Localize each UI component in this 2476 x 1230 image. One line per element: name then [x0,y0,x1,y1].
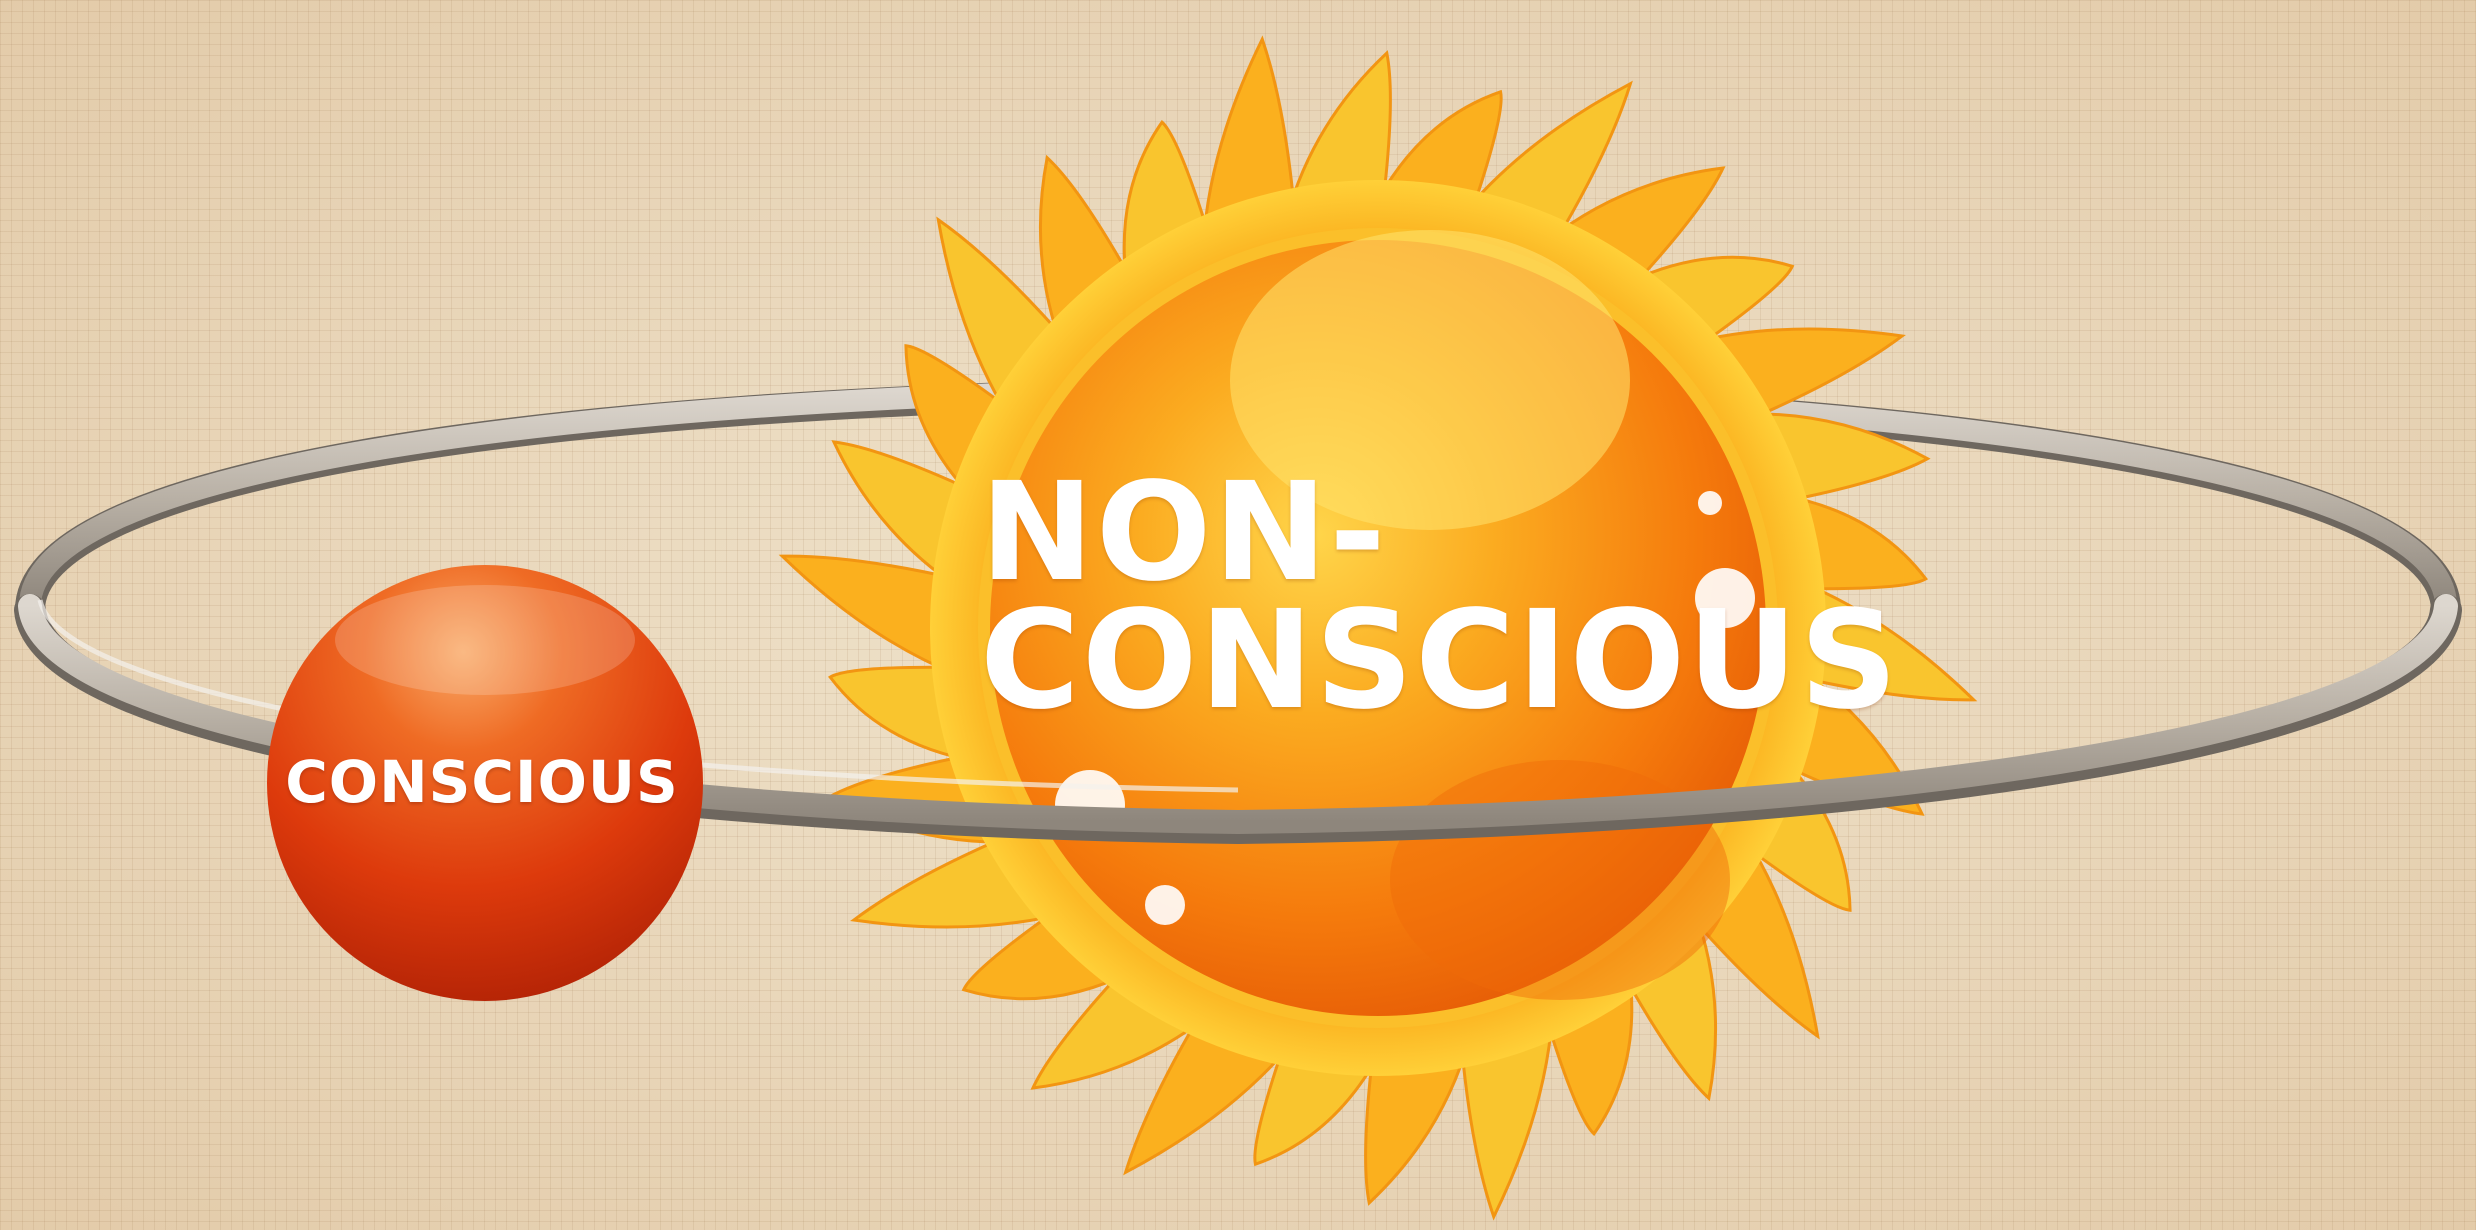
non-conscious-label-line1: NON- [980,470,1900,598]
conscious-label: CONSCIOUS [272,748,692,816]
non-conscious-label-line2: CONSCIOUS [980,598,1900,726]
non-conscious-label: NON- CONSCIOUS [980,470,1900,726]
